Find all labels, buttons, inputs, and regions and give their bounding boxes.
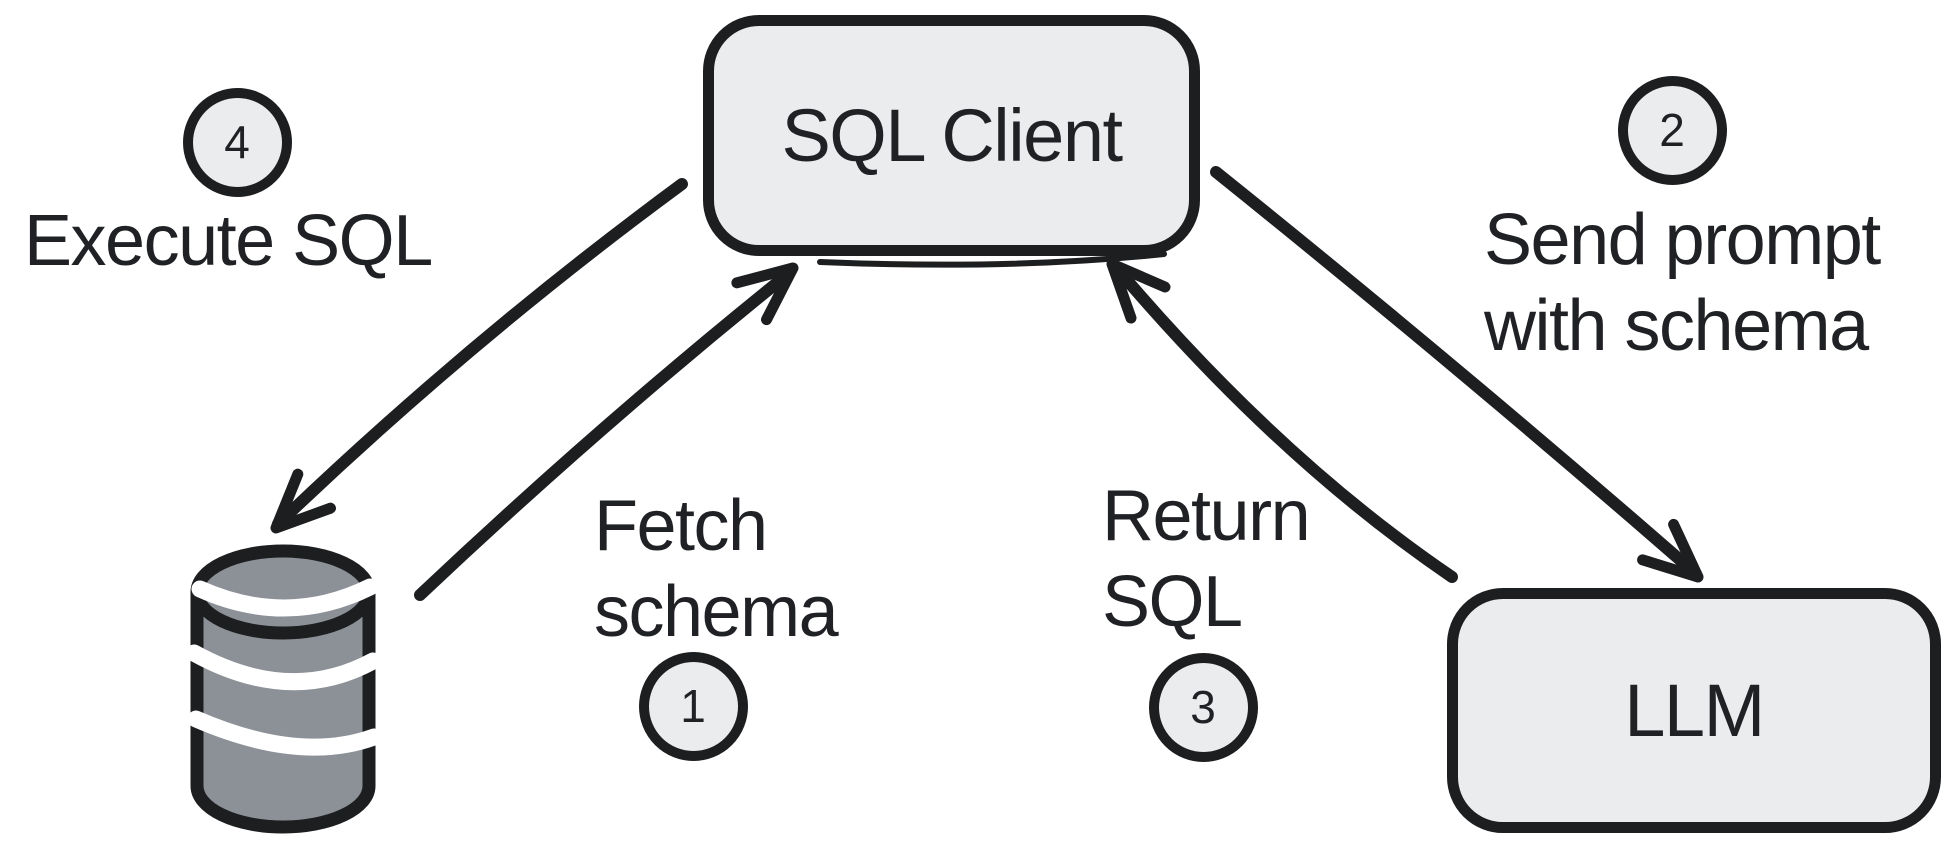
step-label-send-prompt-line-2: with schema <box>1484 286 1869 366</box>
step-badge-2: 2 <box>1617 75 1727 185</box>
arrow-return-sql <box>1106 258 1458 583</box>
node-sql-client-label: SQL Client <box>781 94 1123 177</box>
step-label-return-sql-line-1: Return <box>1102 476 1311 556</box>
step-label-return-sql-line-2: SQL <box>1102 562 1243 642</box>
step-badge-1-number: 1 <box>680 680 706 732</box>
arrow-execute-sql <box>270 178 688 534</box>
arrow-send-prompt <box>1210 166 1704 583</box>
step-badge-3-number: 3 <box>1190 681 1216 733</box>
step-label-fetch-schema-line-2: schema <box>594 572 839 652</box>
step-label-fetch-schema: Fetch schema <box>594 483 839 655</box>
step-label-execute-sql-line-1: Execute SQL <box>24 201 433 281</box>
step-label-fetch-schema-line-1: Fetch <box>594 486 768 566</box>
step-label-send-prompt-line-1: Send prompt <box>1484 200 1881 280</box>
database-cylinder-icon <box>185 544 383 834</box>
step-badge-4: 4 <box>182 87 292 197</box>
node-llm-label: LLM <box>1624 669 1765 752</box>
arrow-fetch-schema <box>414 262 799 601</box>
step-badge-1: 1 <box>638 651 748 761</box>
step-label-send-prompt: Send prompt with schema <box>1484 197 1881 369</box>
step-label-return-sql: Return SQL <box>1102 473 1311 645</box>
step-label-execute-sql: Execute SQL <box>24 198 433 284</box>
node-llm: LLM <box>1447 588 1941 833</box>
step-badge-2-number: 2 <box>1659 104 1685 156</box>
node-sql-client: SQL Client <box>703 15 1200 256</box>
step-badge-3: 3 <box>1148 652 1258 762</box>
step-badge-4-number: 4 <box>224 116 250 168</box>
